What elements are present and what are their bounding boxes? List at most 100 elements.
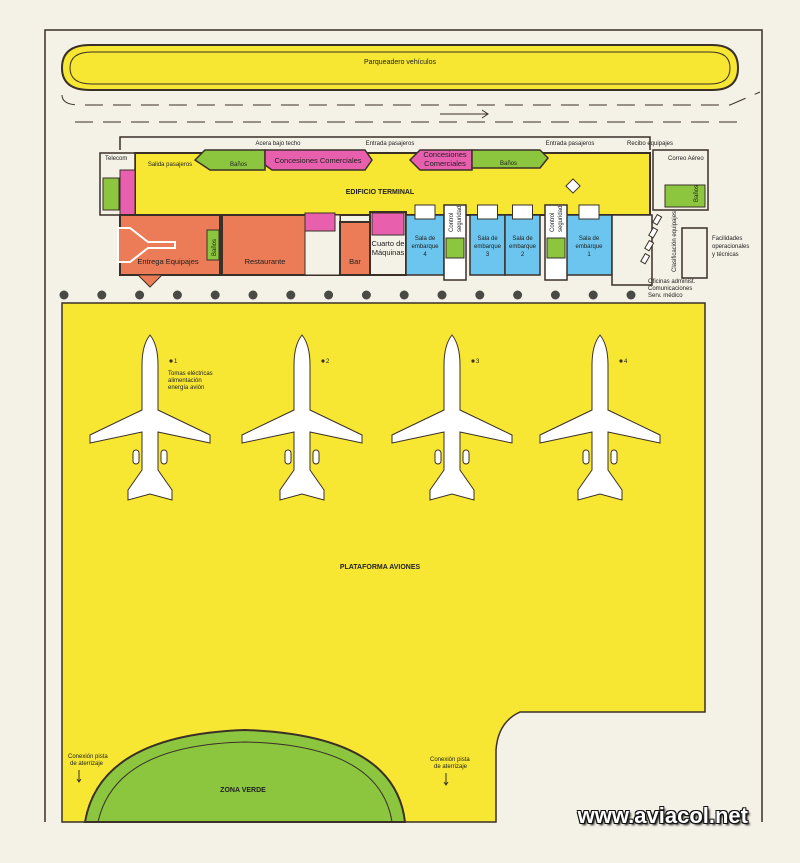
concessions-label: Comerciales bbox=[424, 159, 466, 168]
tree-icon bbox=[437, 290, 447, 300]
gate-label: Sala de bbox=[512, 236, 533, 242]
power-point-icon bbox=[471, 359, 475, 363]
technical-facilities bbox=[681, 227, 708, 279]
gate-label: embarque bbox=[575, 244, 603, 250]
gate-label: embarque bbox=[509, 244, 537, 250]
concessions-block bbox=[408, 149, 473, 171]
restaurant-label: Restaurante bbox=[245, 257, 286, 266]
stand-number: 4 bbox=[624, 359, 628, 365]
parking-label: Parqueadero vehículos bbox=[364, 59, 436, 66]
site-boundary bbox=[44, 29, 763, 822]
airplane-icon bbox=[89, 334, 211, 501]
down-arrow-icon bbox=[443, 773, 449, 786]
baggage-claim-label: Entrega Equipajes bbox=[137, 257, 199, 266]
aircraft-stand: 3 bbox=[391, 334, 513, 501]
airplane-icon bbox=[241, 334, 363, 501]
power-point-icon bbox=[169, 359, 173, 363]
stand-number: 3 bbox=[476, 359, 480, 365]
machine-room-label: Cuarto de bbox=[372, 239, 405, 248]
gate-label: 2 bbox=[521, 252, 525, 258]
covered-sidewalk bbox=[119, 136, 651, 150]
passenger-entry-label: Entrada pasajeros bbox=[546, 141, 595, 147]
planter-icon bbox=[477, 204, 498, 220]
tree-icon bbox=[324, 290, 334, 300]
tree-icon bbox=[59, 290, 69, 300]
gate-label: embarque bbox=[474, 244, 502, 250]
stand-number: 2 bbox=[326, 359, 330, 365]
exit-ramp bbox=[136, 274, 164, 288]
tree-icon bbox=[550, 290, 560, 300]
concessions-label: Concesiones bbox=[423, 150, 467, 159]
pink-room bbox=[371, 212, 405, 236]
watermark: www.aviacol.net bbox=[577, 803, 748, 828]
offices bbox=[611, 214, 653, 286]
green-zone-label: ZONA VERDE bbox=[220, 787, 266, 794]
planter-icon bbox=[414, 204, 436, 220]
banos-block bbox=[206, 229, 220, 261]
passenger-entry-label: Entrada pasajeros bbox=[366, 141, 415, 147]
baggage-sort-belts bbox=[640, 213, 663, 265]
pink-room bbox=[304, 212, 336, 232]
green-zone: ZONA VERDE bbox=[83, 728, 407, 823]
gate-label: 3 bbox=[486, 252, 490, 258]
banos-label: Baños bbox=[212, 239, 218, 256]
banos-label: Baños bbox=[500, 161, 517, 167]
tree-icon bbox=[361, 290, 371, 300]
security-label: Control bbox=[449, 213, 455, 232]
tree-icon bbox=[135, 290, 145, 300]
boarding-gate: Sala de embarque 3 bbox=[469, 204, 506, 276]
banos-block bbox=[664, 184, 706, 208]
tree-icon bbox=[513, 290, 523, 300]
gate-label: embarque bbox=[411, 244, 439, 250]
tree-icon bbox=[475, 290, 485, 300]
airplane-icon bbox=[539, 334, 661, 501]
power-point-icon bbox=[321, 359, 325, 363]
access-road bbox=[61, 91, 761, 123]
telecom-label: Telecom bbox=[105, 156, 127, 162]
correo-label: Correo Aéreo bbox=[668, 156, 704, 162]
security-label: seguridad bbox=[457, 206, 463, 232]
planter-icon bbox=[512, 204, 533, 220]
tree-icon bbox=[399, 290, 409, 300]
gate-label: 1 bbox=[587, 252, 591, 258]
machine-room-label: Máquinas bbox=[372, 248, 405, 257]
tree-icon bbox=[97, 290, 107, 300]
pink-room bbox=[119, 169, 136, 216]
tree-row bbox=[59, 290, 636, 300]
green-room bbox=[102, 177, 120, 211]
concessions-block bbox=[264, 149, 373, 171]
parking-lot: Parqueadero vehículos bbox=[60, 44, 740, 91]
info-kiosk bbox=[565, 178, 581, 194]
baggage-sort-label: Clasificación equipajes bbox=[672, 211, 678, 272]
concessions-label: Concesiones Comerciales bbox=[274, 156, 361, 165]
banos-block bbox=[471, 149, 550, 169]
gate-label: Sala de bbox=[477, 236, 498, 242]
tree-icon bbox=[286, 290, 296, 300]
tree-icon bbox=[210, 290, 220, 300]
tree-icon bbox=[588, 290, 598, 300]
tree-icon bbox=[626, 290, 636, 300]
stand-number: 1 bbox=[174, 359, 178, 365]
passenger-exit-label: Salida pasajeros bbox=[148, 162, 192, 168]
bar-label: Bar bbox=[349, 257, 361, 266]
baggage-carousel bbox=[117, 227, 176, 263]
bar bbox=[339, 221, 371, 276]
down-arrow-icon bbox=[76, 770, 82, 783]
banos-label: Baños bbox=[230, 162, 247, 168]
airplane-icon bbox=[391, 334, 513, 501]
gate-label: Sala de bbox=[415, 236, 436, 242]
apron-title: PLATAFORMA AVIONES bbox=[340, 564, 421, 571]
tree-icon bbox=[172, 290, 182, 300]
banos-label: Baños bbox=[694, 185, 700, 202]
tree-icon bbox=[248, 290, 258, 300]
security-label: Control bbox=[550, 213, 556, 232]
